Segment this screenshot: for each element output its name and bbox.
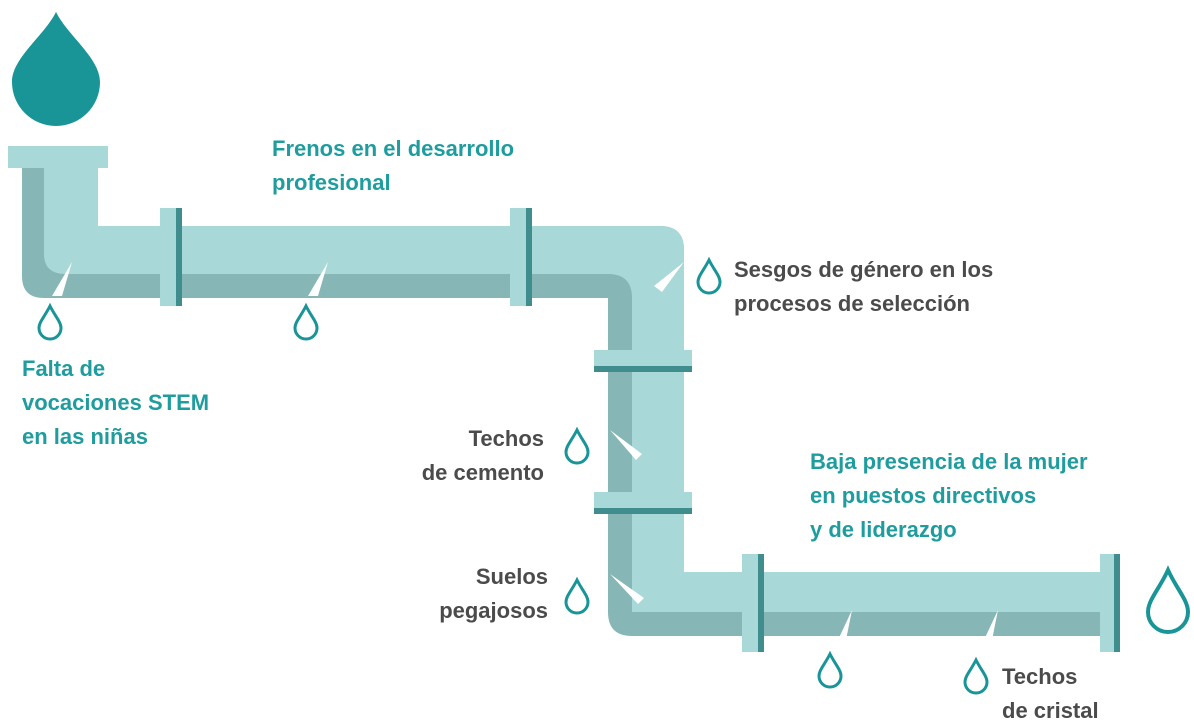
label-baja-line: en puestos directivos	[810, 483, 1037, 508]
label-sesgos-line: procesos de selección	[734, 291, 970, 316]
label-techos-cemento-line: de cemento	[421, 460, 544, 485]
label-falta-line: en las niñas	[22, 424, 148, 449]
outlet-drop-icon	[1145, 565, 1191, 634]
source-drop-icon	[12, 12, 100, 126]
leak-drop-icon	[564, 426, 590, 465]
label-techos-cristal: Techos de cristal	[1002, 660, 1099, 728]
pipe-joint	[742, 554, 764, 652]
label-baja-line: y de liderazgo	[810, 517, 957, 542]
pipe-shadow	[22, 168, 1106, 636]
label-baja-line: Baja presencia de la mujer	[810, 449, 1088, 474]
leak-drop-icon	[817, 650, 843, 689]
pipe-cracks	[52, 262, 998, 640]
label-techos-cristal-line: de cristal	[1002, 698, 1099, 723]
leak-drop-icon	[293, 302, 319, 341]
label-falta: Falta de vocaciones STEM en las niñas	[22, 352, 209, 454]
label-falta-line: vocaciones STEM	[22, 390, 210, 415]
leak-drop-icon	[696, 256, 722, 295]
pipe-top-flange	[8, 146, 108, 168]
label-suelos-line: pegajosos	[439, 598, 548, 623]
label-techos-cemento: Techos de cemento	[390, 422, 544, 490]
label-suelos-line: Suelos	[475, 564, 548, 589]
leak-drops	[37, 256, 989, 695]
leak-drop-icon	[963, 656, 989, 695]
leak-drop-icon	[564, 576, 590, 615]
label-techos-cemento-line: Techos	[468, 426, 544, 451]
pipe-joint	[594, 492, 692, 514]
pipe-outlet-flange	[1100, 554, 1120, 652]
label-falta-line: Falta de	[22, 356, 106, 381]
label-frenos-line: profesional	[272, 170, 391, 195]
label-suelos: Suelos pegajosos	[390, 560, 548, 628]
label-sesgos-line: Sesgos de género en los	[734, 257, 994, 282]
leak-drop-icon	[37, 302, 63, 341]
pipe-joint	[510, 208, 532, 306]
label-techos-cristal-line: Techos	[1002, 664, 1078, 689]
pipe-body	[44, 168, 1106, 612]
label-frenos: Frenos en el desarrollo profesional	[272, 132, 514, 200]
label-frenos-line: Frenos en el desarrollo	[272, 136, 515, 161]
label-sesgos: Sesgos de género en los procesos de sele…	[734, 253, 993, 321]
label-baja: Baja presencia de la mujer en puestos di…	[810, 445, 1088, 547]
pipe-joint	[160, 208, 182, 306]
pipe-joint	[594, 350, 692, 372]
